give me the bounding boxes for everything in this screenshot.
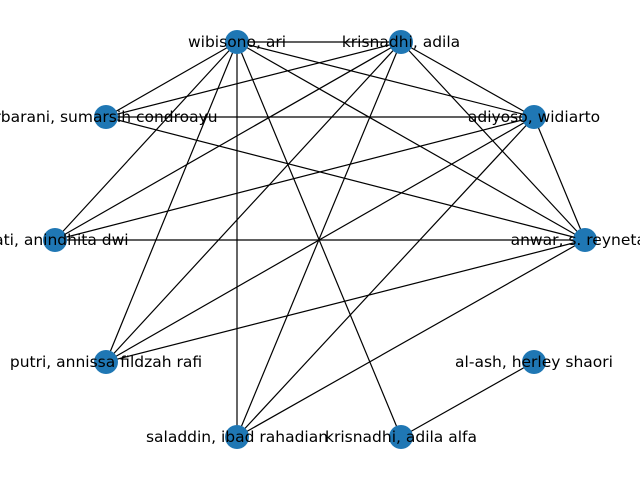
node-adiyoso [522, 105, 546, 129]
edges-layer [54, 41, 586, 438]
node-label-saladdin: saladdin, ibad rahadian [146, 428, 328, 446]
labels-layer: wibisono, ari krisnadhi, adila adiyoso, wi… [0, 33, 640, 446]
node-label-adiyoso: adiyoso, widiarto [468, 108, 600, 126]
node-krisnadhi [389, 30, 413, 54]
node-wati [43, 228, 67, 252]
node-label-wibisono: wibisono, ari [188, 33, 286, 51]
edge-krisnadhi-adiyoso [400, 41, 535, 118]
edge-wibisono-barani [105, 41, 238, 118]
node-wibisono [225, 30, 249, 54]
edge-krisnadhi-wati [54, 41, 402, 241]
edge-adiyoso-anwar [533, 116, 586, 241]
node-al-ash [522, 350, 546, 374]
edge-krisnadhi-barani [105, 41, 402, 118]
node-label-putri: putri, annissa fildzah rafi [10, 353, 202, 371]
node-label-krisnadhi-alfa: krisnadhi, adila alfa [325, 428, 477, 446]
edge-wibisono-anwar [236, 41, 586, 241]
edge-barani-anwar [105, 116, 586, 241]
node-anwar [573, 228, 597, 252]
nodes-layer [43, 30, 597, 449]
edge-wibisono-wati [54, 41, 238, 241]
edge-anwar-putri [105, 239, 586, 363]
node-label-anwar: anwar, s. reyneta c [511, 231, 640, 249]
node-putri [94, 350, 118, 374]
node-krisnadhi-alfa [389, 425, 413, 449]
node-label-barani: rbarani, sumarsih condroayu [0, 108, 218, 126]
node-label-krisnadhi: krisnadhi, adila [342, 33, 460, 51]
edge-anwar-saladdin [236, 239, 586, 438]
edge-wibisono-putri [105, 41, 238, 363]
edge-adiyoso-wati [54, 116, 535, 241]
node-saladdin [225, 425, 249, 449]
node-barani [94, 105, 118, 129]
edge-krisnadhi-putri [105, 41, 402, 363]
node-label-al-ash: al-ash, herley shaori [455, 353, 613, 371]
node-label-wati: wati, anindhita dwi [0, 231, 129, 249]
edge-adiyoso-saladdin [236, 116, 535, 438]
edge-al-ash-krisnadhi-alfa [400, 361, 535, 438]
